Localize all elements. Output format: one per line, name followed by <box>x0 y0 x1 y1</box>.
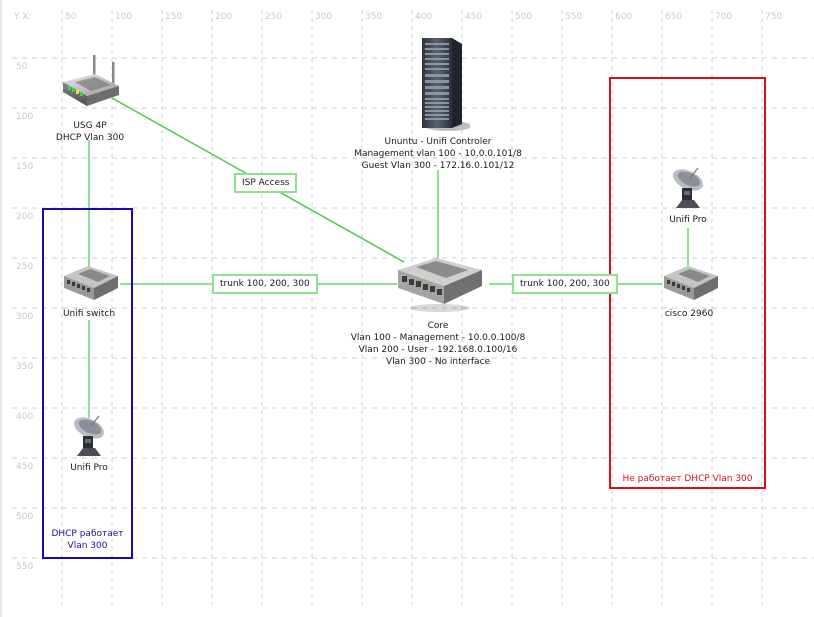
zone-label-line: Не работает DHCP Vlan 300 <box>622 474 753 484</box>
y-tick-label: 100 <box>16 112 34 122</box>
node-label-line: DHCP Vlan 300 <box>55 133 125 143</box>
x-tick-label: 250 <box>265 12 283 22</box>
node-ap-right[interactable]: Unifi Pro <box>653 164 723 226</box>
node-label-line: cisco 2960 <box>664 309 714 319</box>
node-label-line: Core <box>427 321 449 331</box>
y-tick-label: 500 <box>16 512 34 522</box>
y-tick-label: 300 <box>16 312 34 322</box>
node-label-line: USG 4P <box>73 121 107 131</box>
node-core[interactable]: Core Vlan 100 - Management - 10.0.0.100/… <box>338 254 538 368</box>
node-cisco[interactable]: cisco 2960 <box>644 264 734 320</box>
switch-icon <box>664 266 718 300</box>
y-tick-label: 550 <box>16 562 34 572</box>
switch-icon <box>64 266 118 300</box>
server-icon <box>422 38 472 131</box>
x-tick-label: 750 <box>765 12 783 22</box>
x-tick-label: 400 <box>415 12 433 22</box>
zone-dhcp-working[interactable]: DHCP работает Vlan 300 <box>42 208 133 559</box>
node-ap-right-label: Unifi Pro <box>653 214 723 226</box>
link-label-trunk-right[interactable]: trunk 100, 200, 300 <box>512 274 618 294</box>
node-unifi-switch[interactable]: Unifi switch <box>44 264 134 320</box>
x-tick-label: 600 <box>615 12 633 22</box>
node-unifi-switch-label: Unifi switch <box>44 308 134 320</box>
zone-dhcp-broken-label: Не работает DHCP Vlan 300 <box>611 473 764 485</box>
x-tick-label: 300 <box>315 12 333 22</box>
node-controller[interactable]: Ununtu - Unifi Controler Management vlan… <box>338 34 538 172</box>
switch-icon <box>398 258 482 312</box>
node-label-line: Vlan 300 - No interface <box>385 357 491 367</box>
node-label-line: Guest Vlan 300 - 172.16.0.101/12 <box>361 161 515 171</box>
zone-label-line: Vlan 300 <box>67 541 108 551</box>
router-icon <box>63 55 119 106</box>
zone-dhcp-working-label: DHCP работает Vlan 300 <box>44 528 131 552</box>
node-label-line: Ununtu - Unifi Controler <box>384 137 492 147</box>
node-label-line: Unifi Pro <box>669 215 707 225</box>
node-ap-left-label: Unifi Pro <box>54 462 124 474</box>
x-tick-label: 350 <box>365 12 383 22</box>
x-tick-label: 650 <box>665 12 683 22</box>
node-controller-label: Ununtu - Unifi Controler Management vlan… <box>338 136 538 172</box>
zone-label-line: DHCP работает <box>51 529 124 539</box>
node-usg-label: USG 4P DHCP Vlan 300 <box>42 120 138 144</box>
node-label-line: Vlan 100 - Management - 10.0.0.100/8 <box>350 333 526 343</box>
x-tick-label: 50 <box>65 12 77 22</box>
y-tick-label: 450 <box>16 462 34 472</box>
y-tick-label: 350 <box>16 362 34 372</box>
link-label-trunk-left[interactable]: trunk 100, 200, 300 <box>212 274 318 294</box>
node-label-line: Unifi switch <box>62 309 116 319</box>
axis-corner-label: Y X: <box>14 12 32 22</box>
access-point-icon <box>74 415 104 456</box>
node-ap-left[interactable]: Unifi Pro <box>54 412 124 474</box>
y-tick-label: 150 <box>16 162 34 172</box>
x-tick-label: 500 <box>515 12 533 22</box>
x-tick-label: 450 <box>465 12 483 22</box>
node-label-line: Management vlan 100 - 10.0.0.101/8 <box>354 149 522 159</box>
node-usg[interactable]: USG 4P DHCP Vlan 300 <box>42 52 138 144</box>
node-label-line: Unifi Pro <box>70 463 108 473</box>
x-tick-label: 100 <box>115 12 133 22</box>
x-tick-label: 550 <box>565 12 583 22</box>
x-tick-label: 150 <box>165 12 183 22</box>
y-tick-label: 50 <box>16 62 28 72</box>
node-core-label: Core Vlan 100 - Management - 10.0.0.100/… <box>338 320 538 368</box>
y-tick-label: 250 <box>16 262 34 272</box>
access-point-icon <box>673 167 703 208</box>
link-label-isp-access[interactable]: ISP Access <box>234 173 298 193</box>
x-tick-label: 700 <box>715 12 733 22</box>
x-tick-label: 200 <box>215 12 233 22</box>
node-label-line: Vlan 200 - User - 192.168.0.100/16 <box>358 345 518 355</box>
y-tick-label: 200 <box>16 212 34 222</box>
y-tick-label: 400 <box>16 412 34 422</box>
node-cisco-label: cisco 2960 <box>644 308 734 320</box>
